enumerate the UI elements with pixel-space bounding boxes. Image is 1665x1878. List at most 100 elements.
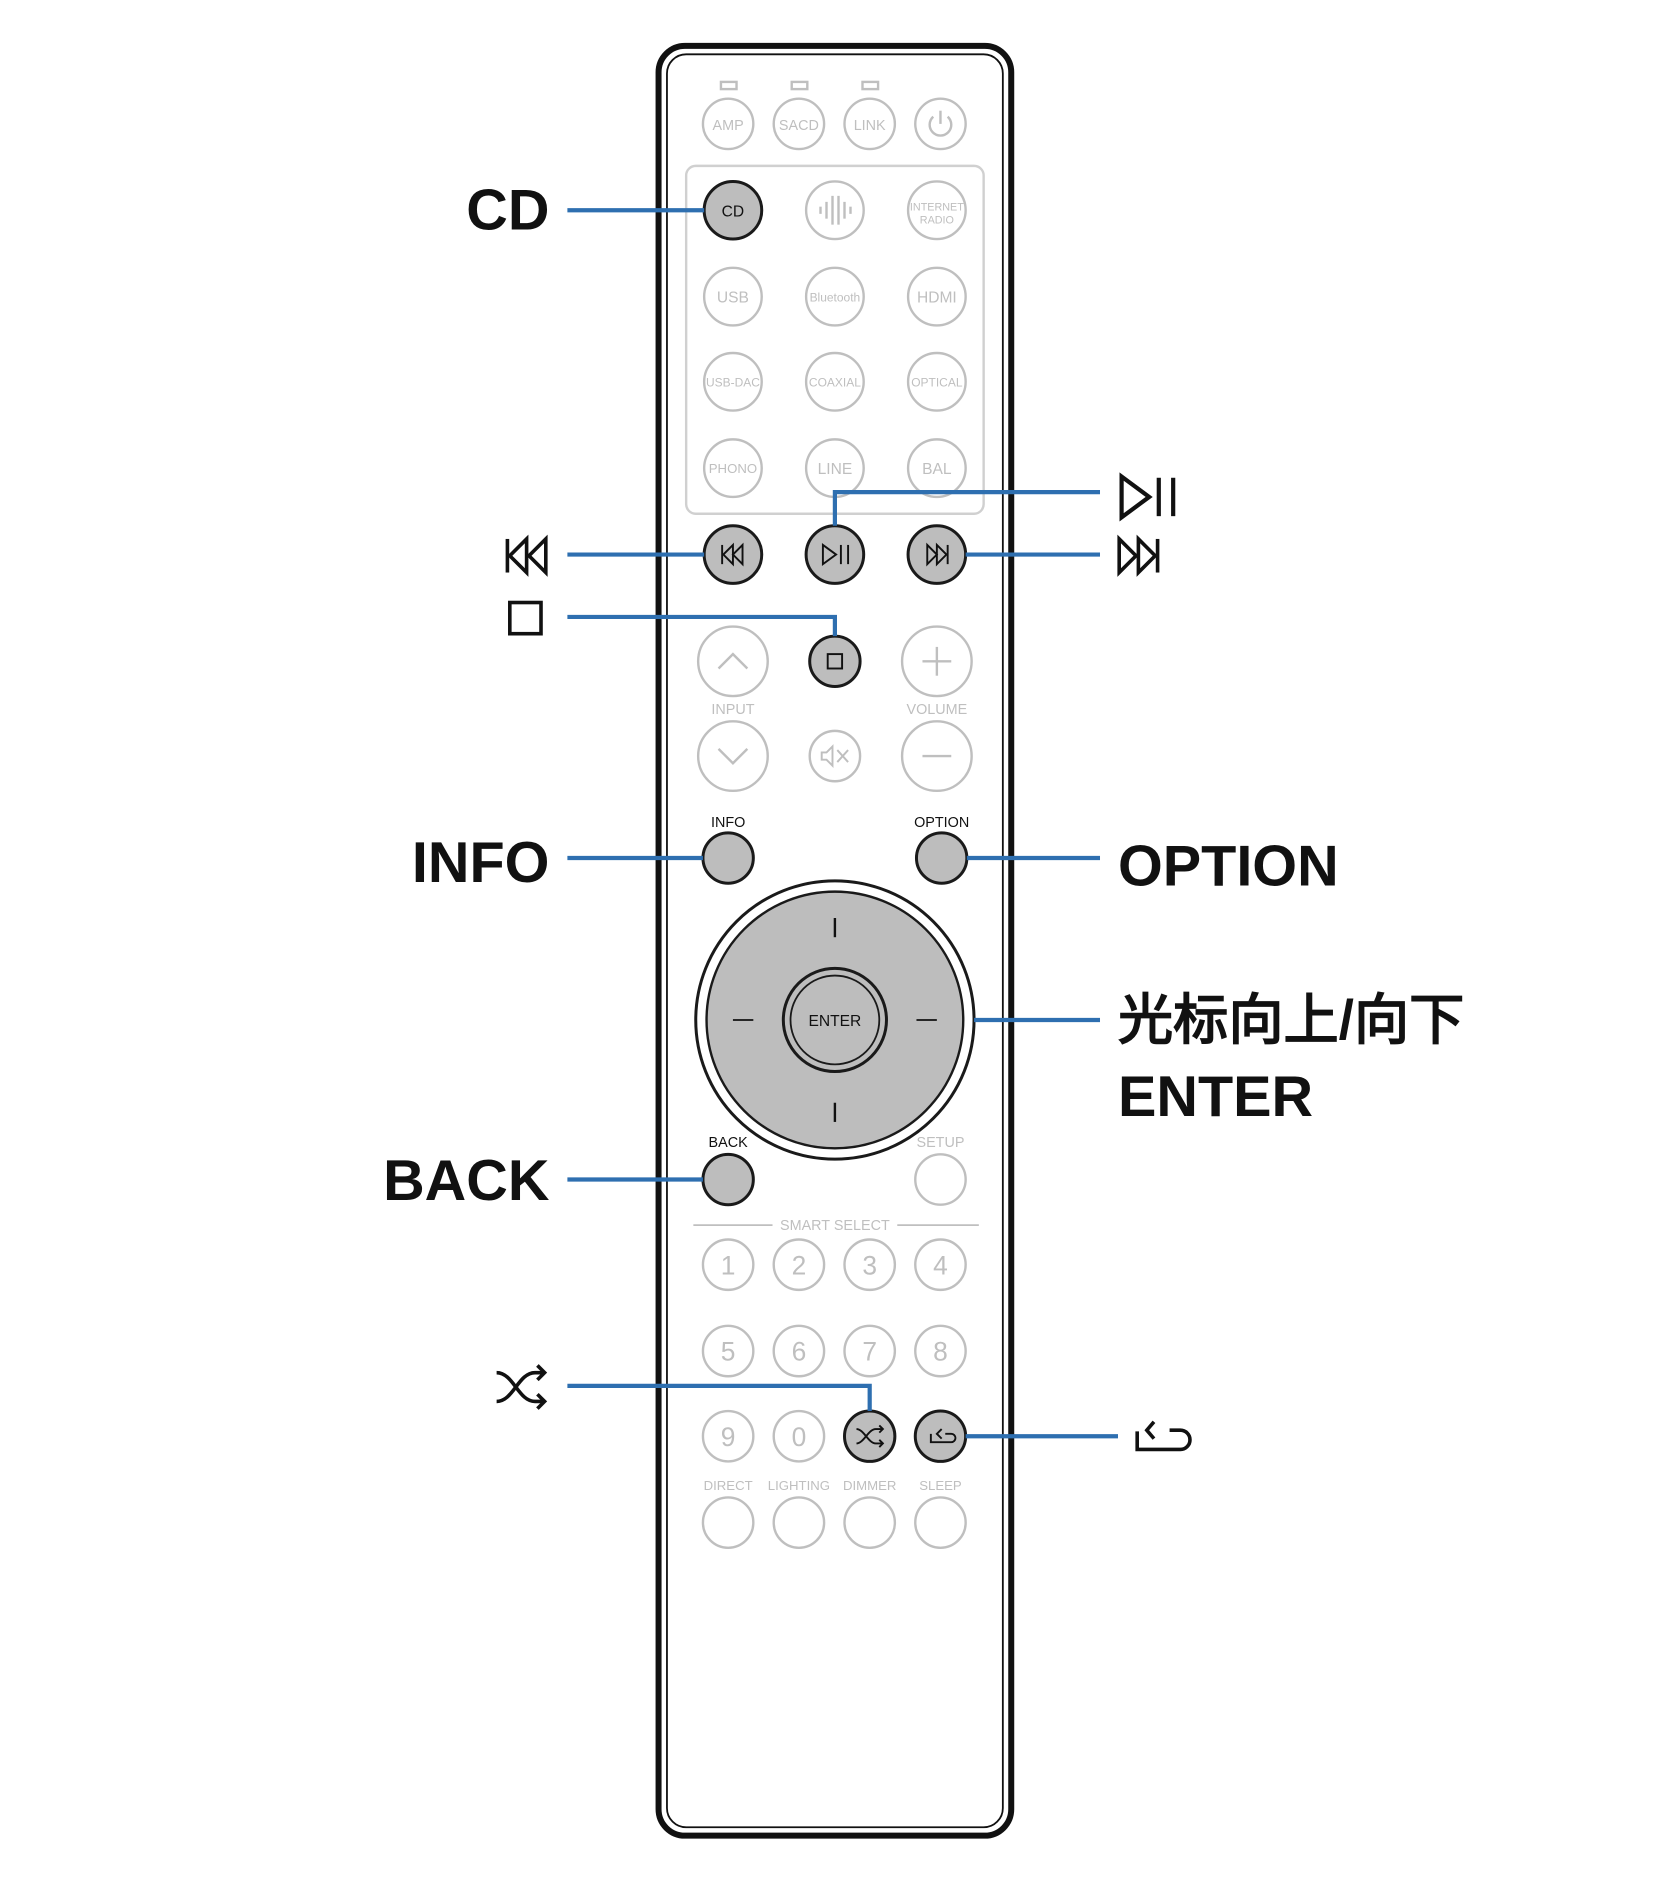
number-8-button[interactable]: 8: [914, 1324, 967, 1378]
number-4-button[interactable]: 4: [914, 1238, 967, 1292]
skip-forward-icon: [926, 542, 949, 567]
dimmer-button[interactable]: [843, 1496, 897, 1549]
setup-button[interactable]: [914, 1153, 967, 1206]
internet-radio-label-1: INTERNET: [910, 201, 964, 213]
chevron-down-icon: [717, 748, 749, 765]
number-4-label: 4: [933, 1250, 948, 1280]
info-button[interactable]: [701, 831, 755, 885]
cd-button[interactable]: CD: [702, 179, 764, 241]
back-button[interactable]: [701, 1152, 755, 1207]
link-button[interactable]: LINK: [843, 97, 897, 151]
volume-up-button[interactable]: [900, 625, 973, 698]
option-button[interactable]: [914, 831, 969, 885]
direct-label: DIRECT: [704, 1478, 753, 1493]
number-1-button[interactable]: 1: [701, 1238, 755, 1292]
leader-lines: [567, 208, 1118, 1439]
direct-button[interactable]: [701, 1496, 755, 1549]
bluetooth-label: Bluetooth: [810, 290, 861, 304]
shuffle-icon: [856, 1424, 885, 1448]
shuffle-callout-icon: [496, 1364, 548, 1410]
usb-dac-button[interactable]: USB-DAC: [702, 351, 763, 412]
play-pause-button[interactable]: [804, 524, 866, 585]
smart-select-label: SMART SELECT: [780, 1218, 890, 1234]
play-pause-callout-icon: [1119, 472, 1176, 522]
coaxial-label: COAXIAL: [809, 376, 861, 390]
lighting-label: LIGHTING: [768, 1478, 830, 1493]
skip-back-icon: [721, 542, 744, 567]
usb-label: USB: [717, 290, 749, 307]
optical-button[interactable]: OPTICAL: [906, 351, 967, 412]
internet-radio-label-2: RADIO: [920, 214, 954, 226]
line-label: LINE: [818, 461, 853, 478]
sleep-button[interactable]: [914, 1496, 967, 1549]
dimmer-label: DIMMER: [843, 1478, 896, 1493]
sleep-label: SLEEP: [919, 1478, 962, 1493]
number-7-label: 7: [862, 1337, 877, 1367]
volume-down-button[interactable]: [900, 720, 973, 793]
number-5-button[interactable]: 5: [701, 1324, 755, 1378]
setup-label: SETUP: [916, 1135, 964, 1151]
heos-button[interactable]: [804, 180, 865, 241]
number-2-button[interactable]: 2: [772, 1238, 826, 1292]
sacd-label: SACD: [779, 118, 819, 134]
number-7-button[interactable]: 7: [843, 1324, 897, 1378]
power-button[interactable]: [914, 97, 967, 151]
repeat-callout-icon: [1135, 1420, 1192, 1452]
skip-back-button[interactable]: [702, 524, 764, 585]
indicator-leds: [719, 80, 880, 91]
stop-icon: [826, 653, 844, 670]
number-5-label: 5: [721, 1337, 736, 1367]
phono-label: PHONO: [709, 461, 757, 476]
plus-icon: [922, 646, 952, 676]
number-6-button[interactable]: 6: [772, 1324, 826, 1378]
bal-button[interactable]: BAL: [906, 438, 967, 499]
enter-callout: ENTER: [1118, 1065, 1313, 1129]
cd-label: CD: [722, 203, 745, 220]
mute-button[interactable]: [808, 729, 862, 783]
option-callout: OPTION: [1118, 835, 1339, 899]
power-icon: [928, 110, 953, 137]
cursor-callout: 光标向上/向下: [1118, 989, 1464, 1051]
repeat-button[interactable]: [913, 1409, 968, 1463]
number-0-label: 0: [792, 1422, 807, 1452]
chevron-up-icon: [717, 652, 749, 670]
hdmi-button[interactable]: HDMI: [906, 266, 967, 327]
enter-button[interactable]: ENTER: [781, 966, 888, 1074]
sacd-button[interactable]: SACD: [772, 97, 826, 151]
skip-forward-callout-icon: [1117, 534, 1160, 577]
info-label: INFO: [711, 815, 745, 831]
repeat-icon: [929, 1428, 957, 1444]
lighting-button[interactable]: [772, 1496, 826, 1549]
input-down-button[interactable]: [696, 720, 769, 793]
number-3-button[interactable]: 3: [843, 1238, 897, 1292]
skip-forward-button[interactable]: [906, 524, 968, 585]
usb-button[interactable]: USB: [702, 266, 763, 327]
volume-label: VOLUME: [907, 702, 968, 718]
bluetooth-button[interactable]: Bluetooth: [804, 266, 865, 327]
stop-callout-icon: [508, 600, 543, 636]
number-0-button[interactable]: 0: [772, 1409, 826, 1463]
heos-icon: [819, 195, 852, 225]
skip-back-callout-icon: [505, 534, 548, 577]
option-label: OPTION: [914, 815, 969, 831]
stop-button[interactable]: [808, 634, 862, 688]
line-button[interactable]: LINE: [804, 438, 865, 499]
play-pause-leader: [832, 490, 1101, 526]
enter-label: ENTER: [809, 1013, 862, 1030]
number-6-label: 6: [792, 1337, 807, 1367]
mute-icon: [820, 744, 849, 768]
info-callout: INFO: [412, 831, 550, 895]
number-9-button[interactable]: 9: [701, 1409, 755, 1463]
input-label: INPUT: [711, 702, 754, 718]
cd-callout: CD: [466, 178, 549, 242]
coaxial-button[interactable]: COAXIAL: [804, 351, 865, 412]
input-up-button[interactable]: [696, 625, 769, 698]
internet-radio-button[interactable]: INTERNET RADIO: [906, 180, 967, 241]
shuffle-button[interactable]: [842, 1409, 897, 1463]
number-9-label: 9: [721, 1422, 736, 1452]
phono-button[interactable]: PHONO: [702, 438, 763, 499]
amp-button[interactable]: AMP: [701, 97, 755, 151]
amp-label: AMP: [713, 118, 744, 134]
stop-leader: [567, 614, 837, 637]
